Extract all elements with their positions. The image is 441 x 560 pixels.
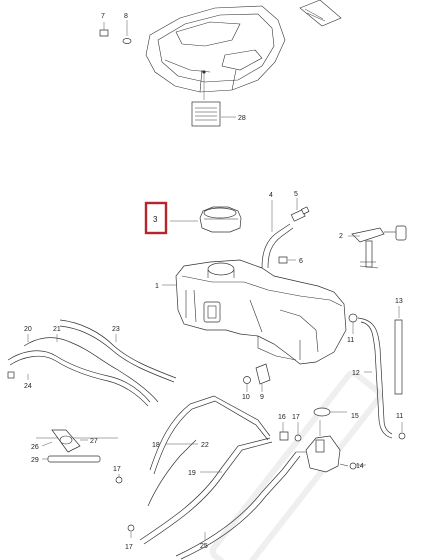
callout-24[interactable]: 24 (24, 383, 32, 390)
callout-9[interactable]: 9 (260, 394, 264, 401)
watermark (209, 370, 383, 560)
callout-23[interactable]: 23 (112, 326, 120, 333)
callout-18[interactable]: 18 (152, 442, 160, 449)
callout-11[interactable]: 11 (347, 337, 354, 344)
tank-bracket (243, 363, 271, 392)
callout-27[interactable]: 27 (90, 438, 98, 445)
fuel-lines (139, 395, 301, 560)
callout-12[interactable]: 12 (352, 370, 360, 377)
callout-6[interactable]: 6 (299, 258, 303, 265)
callout-29[interactable]: 29 (31, 457, 39, 464)
callout-5[interactable]: 5 (294, 191, 298, 198)
callout-10[interactable]: 10 (242, 394, 250, 401)
callout-11b[interactable]: 11 (396, 413, 403, 420)
page-corner-arrow-icon (299, 0, 342, 27)
overflow-hoses (7, 319, 177, 407)
callout-15[interactable]: 15 (351, 413, 359, 420)
vent-hose (261, 198, 310, 269)
callout-20[interactable]: 20 (24, 326, 32, 333)
callout-25[interactable]: 25 (200, 543, 208, 550)
callout-26[interactable]: 26 (31, 444, 39, 451)
filler-cap (170, 206, 242, 233)
callout-17b[interactable]: 17 (113, 466, 121, 473)
fuel-tank (162, 259, 347, 365)
clamp-inset (36, 429, 118, 463)
return-hose (348, 306, 406, 440)
callout-13[interactable]: 13 (395, 298, 403, 305)
highlight-box (144, 201, 168, 235)
screws (115, 474, 135, 538)
callout-2[interactable]: 2 (339, 233, 343, 240)
body-frame-inset (99, 5, 286, 127)
fuel-valve (348, 225, 407, 269)
callout-3[interactable]: 3 (153, 215, 158, 224)
callout-1[interactable]: 1 (155, 283, 159, 290)
callout-7[interactable]: 7 (101, 13, 105, 20)
callout-19[interactable]: 19 (188, 470, 196, 477)
callout-17c[interactable]: 17 (125, 544, 133, 551)
callout-22[interactable]: 22 (201, 442, 209, 449)
callout-14[interactable]: 14 (356, 463, 364, 470)
callout-17a[interactable]: 17 (292, 414, 300, 421)
callout-4[interactable]: 4 (269, 192, 273, 199)
callout-8[interactable]: 8 (124, 13, 128, 20)
callout-16[interactable]: 16 (278, 414, 286, 421)
fuel-pump (279, 407, 366, 473)
callout-28[interactable]: 28 (238, 115, 246, 122)
callout-21[interactable]: 21 (53, 326, 61, 333)
